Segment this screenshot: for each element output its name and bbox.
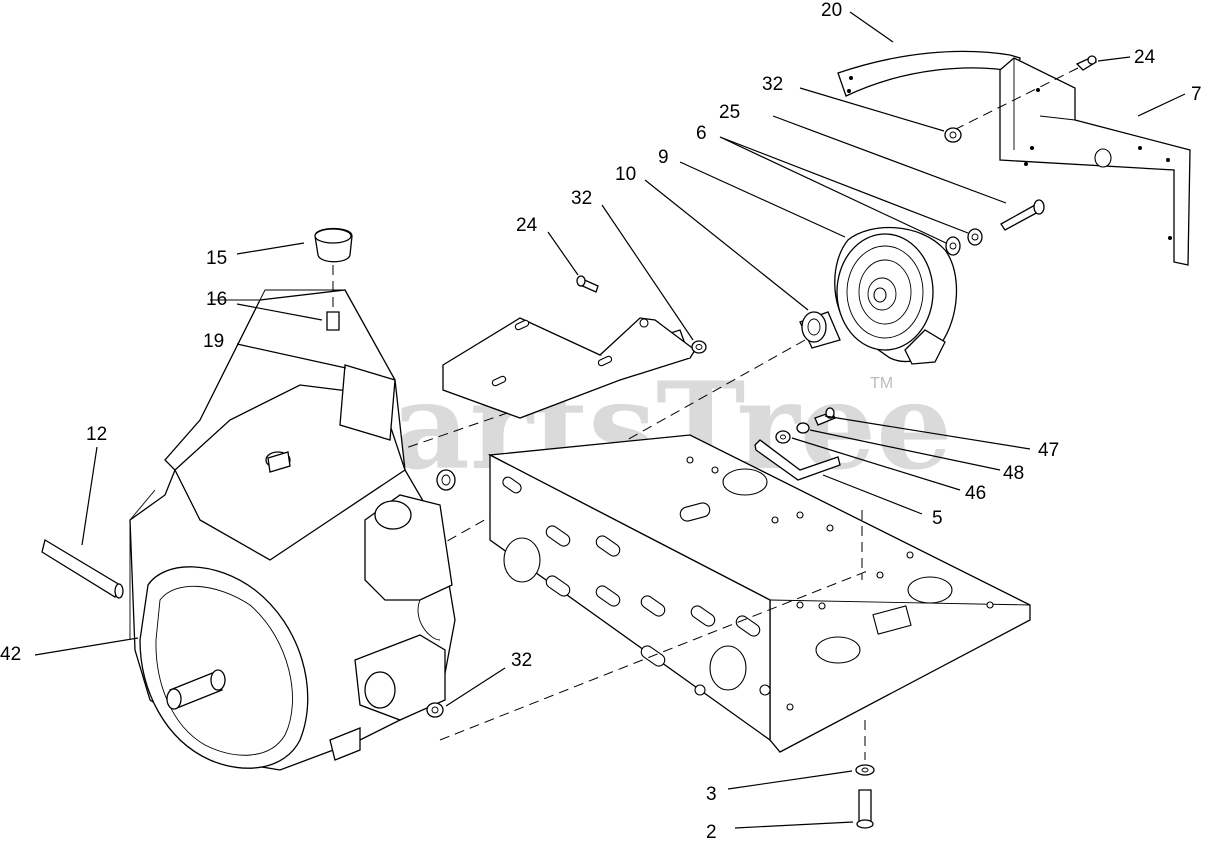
fitting-part <box>326 311 340 331</box>
nut-part-top <box>944 127 962 143</box>
callout-46: 46 <box>965 483 986 504</box>
bolt-part-top <box>1075 55 1098 71</box>
watermark-trademark: TM <box>870 375 893 392</box>
bolt-part-mid <box>576 275 599 293</box>
callout-47: 47 <box>1038 440 1059 461</box>
mounting-bracket-part <box>999 57 1191 266</box>
leader-lines <box>34 11 1186 829</box>
callout-42: 42 <box>0 644 21 665</box>
callout-2: 2 <box>706 822 717 843</box>
belt-guard-part <box>837 50 1021 97</box>
callout-25: 25 <box>719 102 740 123</box>
callout-7: 7 <box>1191 84 1202 105</box>
assembly-axis-line <box>439 569 871 741</box>
callout-20: 20 <box>821 0 842 21</box>
lock-washer-parts <box>945 228 983 256</box>
clamp-rod-part <box>754 439 841 481</box>
callout-32-bottom: 32 <box>511 650 532 671</box>
fuel-line-part <box>41 538 124 599</box>
callout-32-top: 32 <box>762 74 783 95</box>
callout-24-mid: 24 <box>516 215 538 236</box>
callout-12: 12 <box>86 424 107 445</box>
spacer-part <box>799 311 841 349</box>
callout-3: 3 <box>706 784 717 805</box>
callout-9: 9 <box>658 147 669 168</box>
assembly-axis-line <box>949 67 1079 133</box>
callout-5: 5 <box>932 508 943 529</box>
electric-clutch-part <box>834 226 958 365</box>
callout-19: 19 <box>203 331 224 352</box>
callout-10: 10 <box>615 164 636 185</box>
washer-nut-bolt-parts <box>775 407 836 444</box>
callout-24-top: 24 <box>1134 47 1156 68</box>
bolt-part-bottom <box>856 789 874 829</box>
nut-part-bottom <box>426 702 444 718</box>
chassis-plate-part <box>487 434 1031 753</box>
callout-16: 16 <box>206 289 227 310</box>
engine-part <box>129 289 456 771</box>
decal-part <box>339 364 396 441</box>
callout-6: 6 <box>696 123 707 144</box>
callout-15: 15 <box>206 248 227 269</box>
callout-48: 48 <box>1003 463 1024 484</box>
fuel-cap-part <box>314 227 353 263</box>
pulley-bolt-part <box>1000 199 1045 231</box>
callout-32-mid: 32 <box>571 188 592 209</box>
upper-mount-plate-part <box>442 317 696 419</box>
nut-part-mid <box>691 340 707 354</box>
washer-part-bottom <box>855 764 875 776</box>
